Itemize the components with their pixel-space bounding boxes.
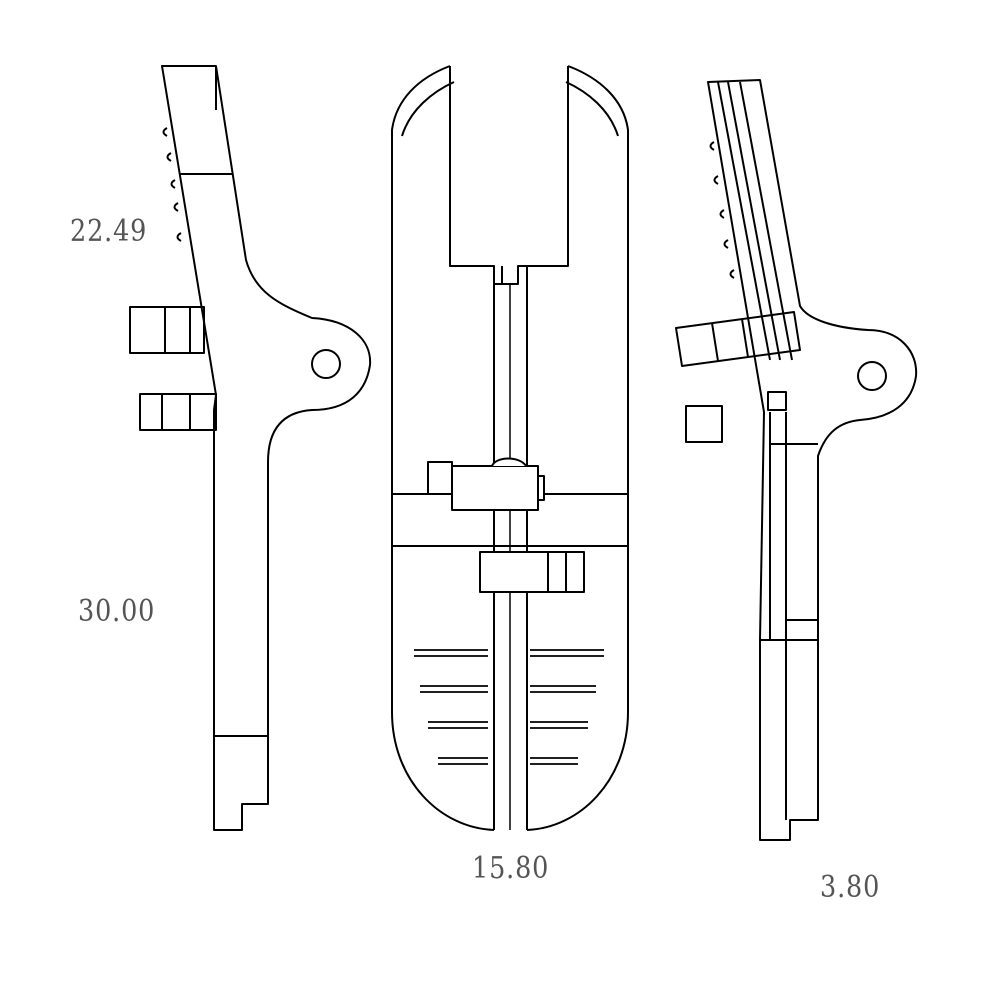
right-upper-tab: [675, 311, 801, 367]
right-arm-outline: [707, 79, 918, 841]
right-lower-tab: [685, 405, 723, 443]
left-grip-teeth: [162, 127, 182, 242]
left-upper-tab: [129, 306, 205, 354]
front-body-outline: [391, 65, 495, 831]
front-latch: [427, 457, 545, 511]
dimension-label-3-80: 3.80: [820, 870, 881, 905]
dimension-label-15-80: 15.80: [472, 851, 550, 886]
front-lower-block: [479, 551, 585, 593]
dimension-label-22-49: 22.49: [70, 214, 148, 249]
left-lower-tab: [139, 393, 217, 431]
front-view: [391, 65, 629, 831]
left-arm-outline: [161, 65, 372, 831]
dimension-label-30-00: 30.00: [78, 594, 156, 629]
right-pivot-hole: [857, 361, 887, 391]
right-side-view: [675, 79, 918, 841]
front-center-shaft: [493, 266, 528, 830]
left-side-view: [129, 65, 372, 831]
front-grip-ridges: [414, 649, 604, 765]
front-top-slot: [449, 66, 569, 285]
left-pivot-hole: [311, 349, 341, 379]
right-grip-teeth: [709, 141, 735, 279]
